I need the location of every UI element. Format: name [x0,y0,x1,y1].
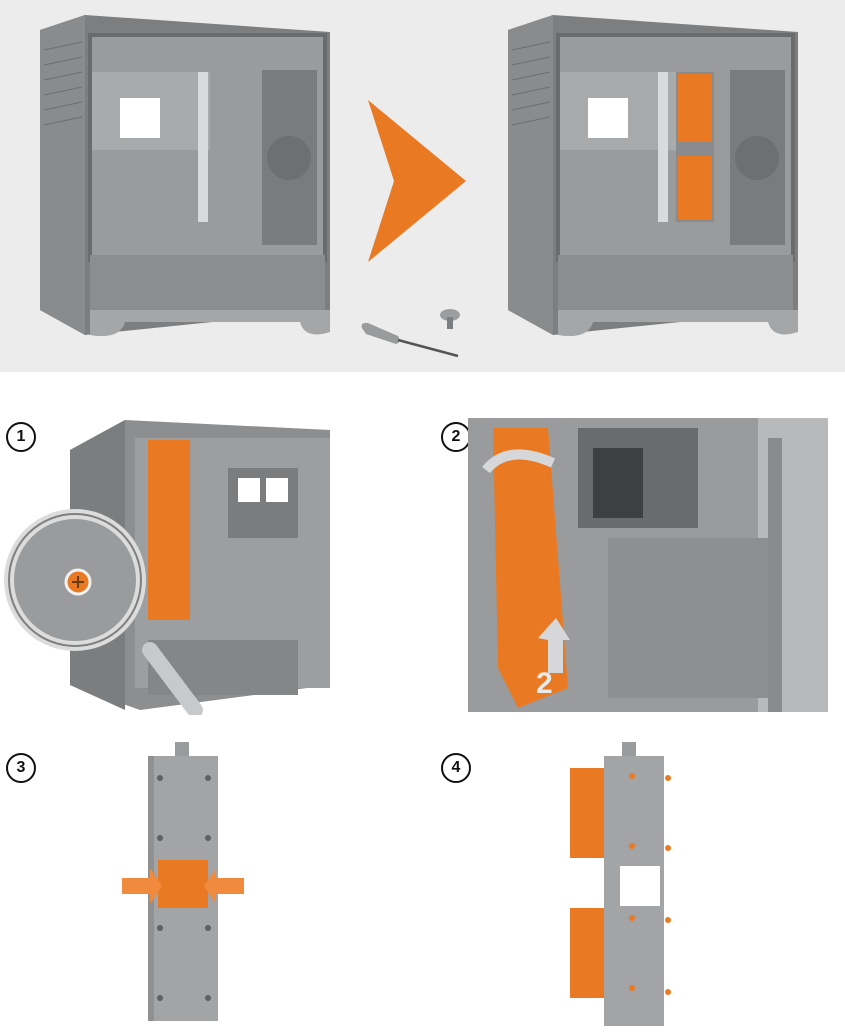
case-before-illustration [30,10,340,355]
step-2-callout-number: 2 [536,667,553,700]
step-1-illustration [0,410,390,715]
step-3-illustration [120,738,250,1023]
step-4-number: 4 [452,759,461,777]
case-after-illustration [498,10,808,355]
step-2-number: 2 [452,428,461,446]
step-4-illustration [560,738,690,1028]
step-3-number: 3 [17,759,26,777]
screw-icon [437,305,463,333]
hero-panel [0,0,845,372]
step-2-illustration: 2 [468,418,828,712]
step-4-badge: 4 [441,753,471,783]
step-2-badge: 2 [441,422,471,452]
transition-arrow-icon [368,100,468,262]
step-3-badge: 3 [6,753,36,783]
